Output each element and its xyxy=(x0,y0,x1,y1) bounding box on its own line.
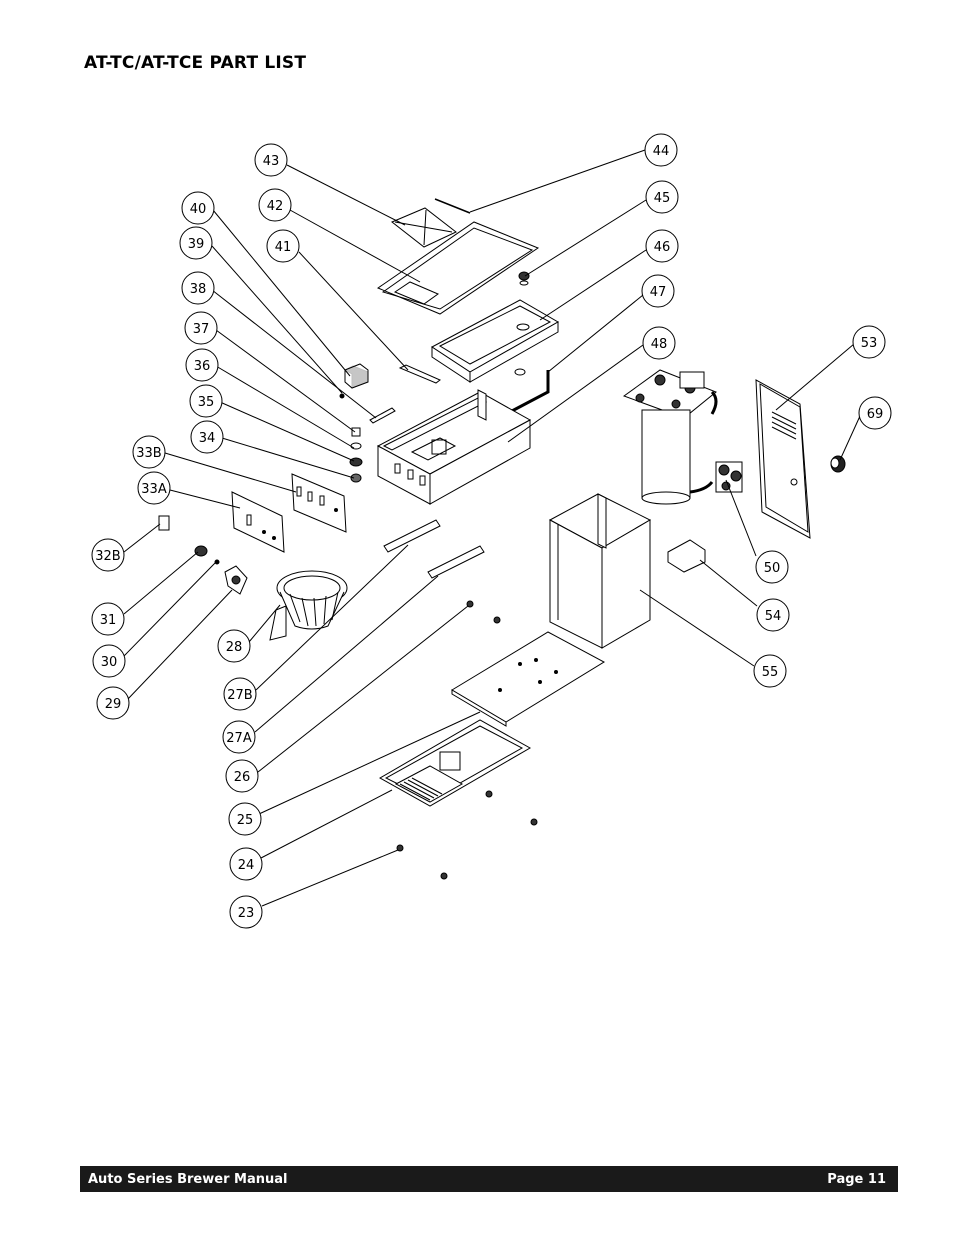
callout-39: 39 xyxy=(179,226,213,260)
svg-text:33A: 33A xyxy=(141,482,167,497)
callout-33A: 33A xyxy=(137,471,171,505)
svg-text:26: 26 xyxy=(234,770,251,785)
part-46-drawing xyxy=(431,299,560,383)
svg-text:30: 30 xyxy=(101,655,118,670)
part-53-drawing xyxy=(755,379,811,539)
svg-text:41: 41 xyxy=(275,240,292,255)
callout-46: 46 xyxy=(645,229,679,263)
svg-text:45: 45 xyxy=(654,191,671,206)
part-42-drawing xyxy=(376,221,540,315)
part-24-drawing xyxy=(378,719,532,807)
part-48-drawing xyxy=(376,389,532,505)
callout-48: 48 xyxy=(642,326,676,360)
part-69-drawing xyxy=(830,455,846,473)
svg-text:39: 39 xyxy=(188,237,205,252)
callout-45: 45 xyxy=(645,180,679,214)
svg-text:25: 25 xyxy=(237,813,254,828)
part-47-drawing xyxy=(509,370,550,414)
svg-text:28: 28 xyxy=(226,640,243,655)
svg-text:48: 48 xyxy=(651,337,668,352)
footer-manual-title: Auto Series Brewer Manual xyxy=(88,1171,288,1187)
part-27A-drawing xyxy=(427,545,485,579)
part-25-drawing xyxy=(451,631,606,727)
tank-assembly-drawing xyxy=(622,369,718,505)
callout-44: 44 xyxy=(644,133,678,167)
callout-33B: 33B xyxy=(132,435,166,469)
callout-40: 40 xyxy=(181,191,215,225)
part-44-drawing xyxy=(434,198,471,214)
callout-36: 36 xyxy=(185,348,219,382)
svg-text:27B: 27B xyxy=(227,688,252,703)
svg-text:35: 35 xyxy=(198,395,215,410)
callout-42: 42 xyxy=(258,188,292,222)
part-40-drawing xyxy=(343,363,369,389)
svg-text:36: 36 xyxy=(194,359,211,374)
leader-lines xyxy=(123,149,861,907)
svg-text:50: 50 xyxy=(764,561,781,576)
part-28-drawing xyxy=(269,570,348,641)
svg-text:40: 40 xyxy=(190,202,207,217)
callout-27B: 27B xyxy=(223,677,257,711)
part-45-drawing xyxy=(518,271,530,286)
part-55-drawing xyxy=(548,493,652,649)
callout-24: 24 xyxy=(229,847,263,881)
callout-53: 53 xyxy=(852,325,886,359)
callout-55: 55 xyxy=(753,654,787,688)
parts-34-37-drawing xyxy=(349,427,363,483)
svg-text:55: 55 xyxy=(762,665,779,680)
callout-26: 26 xyxy=(225,759,259,793)
callout-27A: 27A xyxy=(222,720,256,754)
svg-text:33B: 33B xyxy=(136,446,161,461)
callout-25: 25 xyxy=(228,802,262,836)
svg-text:44: 44 xyxy=(653,144,670,159)
parts-29-32B-drawing xyxy=(158,515,248,595)
svg-text:23: 23 xyxy=(238,906,255,921)
callout-23: 23 xyxy=(229,895,263,929)
part-43-drawing xyxy=(391,207,457,248)
callout-54: 54 xyxy=(756,598,790,632)
part-54-drawing xyxy=(667,539,706,573)
svg-text:38: 38 xyxy=(190,282,207,297)
svg-text:46: 46 xyxy=(654,240,671,255)
svg-text:47: 47 xyxy=(650,285,667,300)
callout-47: 47 xyxy=(641,274,675,308)
callout-29: 29 xyxy=(96,686,130,720)
svg-text:34: 34 xyxy=(199,431,216,446)
part-23-drawing xyxy=(396,790,538,880)
callout-37: 37 xyxy=(184,311,218,345)
callout-32B: 32B xyxy=(91,538,125,572)
svg-text:24: 24 xyxy=(238,858,255,873)
callout-69: 69 xyxy=(858,396,892,430)
callout-50: 50 xyxy=(755,550,789,584)
part-39-drawing xyxy=(339,393,345,399)
svg-text:43: 43 xyxy=(263,154,280,169)
part-33A-drawing xyxy=(231,491,285,553)
footer-page-number: Page 11 xyxy=(827,1171,886,1187)
svg-text:32B: 32B xyxy=(95,549,120,564)
callout-41: 41 xyxy=(266,229,300,263)
page-title: AT-TC/AT-TCE PART LIST xyxy=(84,53,307,73)
callout-31: 31 xyxy=(91,602,125,636)
part-50-drawing xyxy=(715,461,743,493)
page-footer: Auto Series Brewer Manual Page 11 xyxy=(80,1166,898,1192)
svg-text:69: 69 xyxy=(867,407,884,422)
part-27B-drawing xyxy=(383,519,441,553)
svg-text:27A: 27A xyxy=(226,731,252,746)
callout-43: 43 xyxy=(254,143,288,177)
callout-38: 38 xyxy=(181,271,215,305)
callout-34: 34 xyxy=(190,420,224,454)
svg-text:29: 29 xyxy=(105,697,122,712)
svg-text:42: 42 xyxy=(267,199,284,214)
svg-text:31: 31 xyxy=(100,613,117,628)
part-33B-drawing xyxy=(291,473,347,533)
part-38-drawing xyxy=(369,407,396,424)
svg-text:37: 37 xyxy=(193,322,210,337)
callout-30: 30 xyxy=(92,644,126,678)
svg-text:54: 54 xyxy=(765,609,782,624)
callout-28: 28 xyxy=(217,629,251,663)
part-26-drawing xyxy=(466,600,501,624)
svg-text:53: 53 xyxy=(861,336,878,351)
callout-35: 35 xyxy=(189,384,223,418)
